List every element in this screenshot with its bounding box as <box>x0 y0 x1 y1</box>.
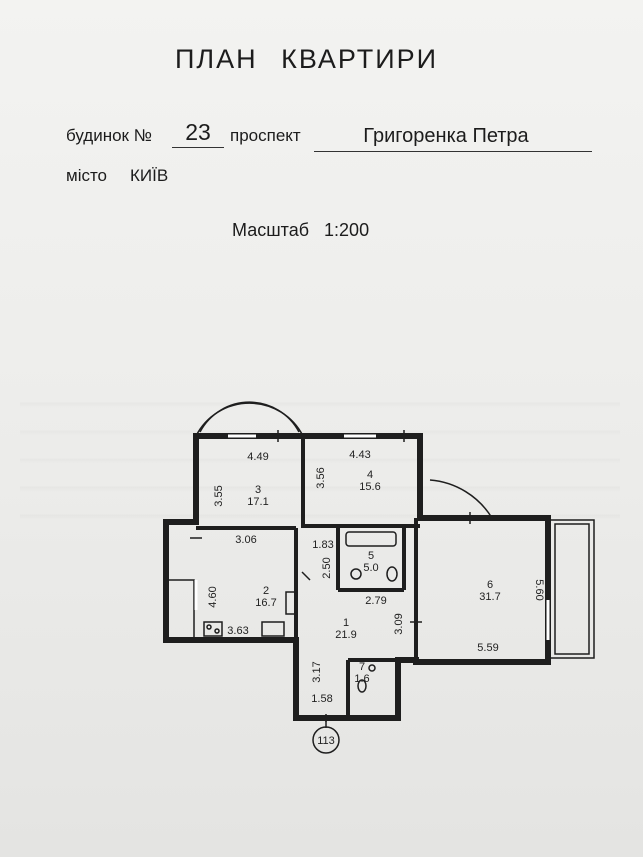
room2-width: 3.06 <box>235 534 256 546</box>
room2-area: 16.7 <box>255 597 276 609</box>
scale-line: Масштаб 1:200 <box>232 220 369 241</box>
right-balcony <box>549 519 595 659</box>
room1-number: 1 <box>343 617 349 629</box>
kitchen-sink-icon <box>261 621 285 637</box>
room6-depth: 5.60 <box>533 579 545 600</box>
address-line: будинок № 23 проспект Григоренка Петра <box>66 118 606 154</box>
room3-number: 3 <box>255 484 261 496</box>
street-name: Григоренка Петра <box>363 125 529 147</box>
bay-window-arc <box>195 402 304 437</box>
tick-6 <box>301 571 311 581</box>
sink-7-icon <box>368 664 376 672</box>
stove-burner-icon <box>206 624 212 630</box>
room2-depth: 4.60 <box>207 586 219 607</box>
room6-number: 6 <box>487 579 493 591</box>
stove-burner-icon-2 <box>214 628 220 634</box>
balcony-arc <box>429 479 493 519</box>
bathtub-icon <box>345 531 397 547</box>
room6-width: 5.59 <box>477 642 498 654</box>
city-line: місто КИЇВ <box>66 164 366 190</box>
room1-width: 2.79 <box>365 595 386 607</box>
right-balcony-inner <box>554 523 590 655</box>
room6-area: 31.7 <box>479 591 500 603</box>
room3-width: 4.49 <box>247 451 268 463</box>
scale-value: 1:200 <box>324 220 370 240</box>
room1-depth: 2.50 <box>321 557 333 578</box>
room5-width: 1.83 <box>312 539 333 551</box>
bay-window-arc-inner <box>199 401 300 433</box>
building-number: 23 <box>185 119 211 145</box>
left-loggia <box>167 579 195 639</box>
room4-number: 4 <box>367 469 373 481</box>
city-label: місто <box>66 166 108 185</box>
room7-number: 7 <box>359 661 365 673</box>
street-name-underline <box>314 151 592 152</box>
entrance-circle <box>312 726 340 754</box>
building-label: будинок № <box>66 126 152 145</box>
room4-width: 4.43 <box>349 449 370 461</box>
room1-depth3: 3.17 <box>311 661 323 682</box>
stove-icon <box>203 621 223 637</box>
sink-icon <box>350 568 362 580</box>
room4-depth: 3.56 <box>315 467 327 488</box>
bleed-through-shading <box>20 380 620 520</box>
toilet-icon <box>386 566 398 582</box>
room4-area: 15.6 <box>359 481 380 493</box>
building-number-underline <box>172 147 224 148</box>
cabinet-icon <box>285 591 297 615</box>
document-title: ПЛАН КВАРТИРИ <box>174 44 439 74</box>
room1-depth2: 3.09 <box>393 613 405 634</box>
city-value: КИЇВ <box>130 166 169 185</box>
room1-area: 21.9 <box>335 629 356 641</box>
room3-area: 17.1 <box>247 496 268 508</box>
room2-width-bottom: 3.63 <box>227 625 248 637</box>
entrance-number: 113 <box>317 735 335 747</box>
room7-width: 1.58 <box>311 693 332 705</box>
scale-label: Масштаб <box>232 220 310 240</box>
toilet-7-icon <box>357 679 367 693</box>
room5-area: 5.0 <box>363 562 378 574</box>
room2-number: 2 <box>263 585 269 597</box>
street-type-label: проспект <box>230 126 301 145</box>
room3-depth: 3.55 <box>213 485 225 506</box>
room7-area: 1.6 <box>354 673 369 685</box>
room5-number: 5 <box>368 550 374 562</box>
